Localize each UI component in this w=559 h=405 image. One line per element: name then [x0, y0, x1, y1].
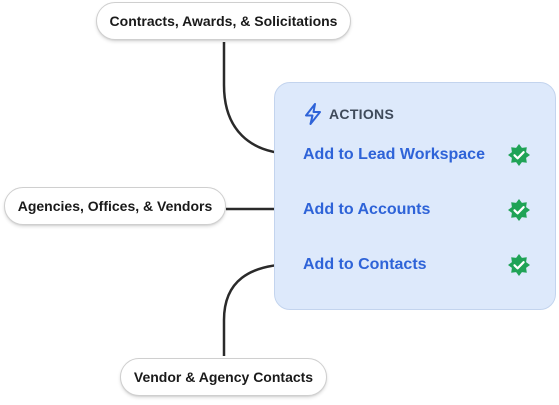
- source-agencies-offices-vendors: Agencies, Offices, & Vendors: [4, 187, 226, 225]
- action-label: Add to Contacts: [303, 256, 427, 273]
- actions-panel: ACTIONS Add to Lead Workspace Add to Acc…: [274, 82, 556, 310]
- source-contracts-awards-solicitations: Contracts, Awards, & Solicitations: [96, 2, 351, 40]
- source-label: Contracts, Awards, & Solicitations: [109, 13, 338, 29]
- source-vendor-agency-contacts: Vendor & Agency Contacts: [120, 358, 327, 396]
- actions-header: ACTIONS: [303, 103, 394, 125]
- action-add-to-accounts[interactable]: Add to Accounts: [303, 197, 531, 223]
- action-add-to-lead-workspace[interactable]: Add to Lead Workspace: [303, 142, 531, 168]
- check-badge-icon: [508, 254, 530, 276]
- check-badge-icon: [508, 144, 530, 166]
- action-add-to-contacts[interactable]: Add to Contacts: [303, 252, 531, 278]
- action-label: Add to Lead Workspace: [303, 146, 485, 163]
- action-label: Add to Accounts: [303, 201, 431, 218]
- lightning-bolt-icon: [305, 103, 321, 125]
- actions-title: ACTIONS: [329, 106, 395, 122]
- source-label: Vendor & Agency Contacts: [133, 369, 314, 385]
- check-badge-icon: [508, 199, 530, 221]
- source-label: Agencies, Offices, & Vendors: [17, 198, 213, 214]
